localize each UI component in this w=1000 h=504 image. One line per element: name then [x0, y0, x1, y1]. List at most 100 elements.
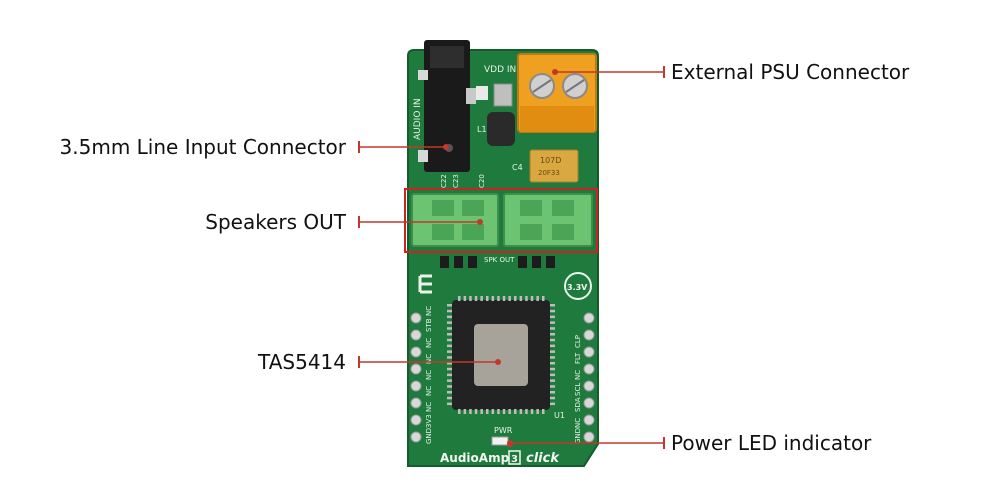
chip-pin: [519, 296, 523, 301]
header-pad: [583, 380, 595, 392]
pin-label: STB: [425, 318, 433, 332]
chip-pin: [447, 338, 452, 342]
chip-pin: [458, 409, 461, 414]
tantalum-capacitor: [529, 149, 579, 183]
header-pad: [583, 431, 595, 443]
chip-pin: [550, 402, 555, 406]
chip-pin: [480, 296, 483, 301]
chip-pin: [447, 373, 452, 377]
cap-marking-1: 107D: [540, 156, 561, 165]
chip-pin: [463, 409, 467, 414]
pin-label: SDA: [574, 397, 582, 412]
callout-tas5414: TAS5414: [258, 350, 346, 374]
pin-label: GND: [425, 428, 433, 444]
chip-pin: [458, 296, 461, 301]
cap-marking-2: 20F33: [538, 169, 560, 177]
header-pad: [583, 346, 595, 358]
pwr-led: [491, 436, 509, 446]
chip-pin: [447, 350, 452, 353]
header-pad: [583, 363, 595, 375]
chip-pin: [550, 344, 555, 348]
smd-row: [440, 256, 555, 268]
chip-pin: [508, 296, 511, 301]
chip-pin: [525, 296, 528, 301]
header-pad: [583, 414, 595, 426]
voltage-badge: [564, 272, 592, 300]
chip-pin: [508, 409, 511, 414]
chip-pin: [550, 309, 555, 313]
chip-pin: [550, 367, 555, 371]
chip-pin: [536, 296, 539, 301]
callout-speakers-out: Speakers OUT: [205, 210, 346, 234]
header-pad: [410, 363, 422, 375]
chip-pin: [447, 333, 452, 336]
c20-label: C20: [478, 174, 486, 188]
vdd-in-label: VDD IN: [484, 65, 516, 75]
c4-label: C4: [512, 163, 523, 172]
callout-external-psu: External PSU Connector: [671, 60, 910, 84]
chip-pin: [525, 409, 528, 414]
pin-label: NC: [425, 402, 433, 412]
chip-pin: [550, 333, 555, 336]
pin-label: CLP: [574, 335, 582, 348]
chip-pin: [550, 327, 555, 330]
chip-pin: [550, 373, 555, 377]
chip-pin: [542, 296, 545, 301]
chip-pin: [447, 379, 452, 382]
header-pad: [583, 312, 595, 324]
chip-pin: [447, 356, 452, 359]
inductor-l1: [487, 112, 515, 146]
u1-label: U1: [554, 411, 565, 420]
board-number-box: [508, 450, 521, 465]
psu-terminal: [517, 53, 597, 133]
header-pad: [410, 380, 422, 392]
chip-pin: [486, 409, 489, 414]
c23-label: C23: [452, 174, 460, 188]
chip-pin: [447, 315, 452, 319]
chip-pin: [474, 409, 478, 414]
c22-label: C22: [440, 174, 448, 188]
speaker-terminal-right: [503, 193, 593, 247]
header-pad: [410, 312, 422, 324]
mikroe-logo: [418, 274, 432, 294]
chip-pin: [447, 344, 452, 348]
board-suffix: click: [526, 451, 560, 466]
callout-power-led: Power LED indicator: [671, 431, 872, 455]
chip-pin: [536, 409, 539, 414]
chip-pin: [491, 409, 495, 414]
chip-pin: [497, 296, 500, 301]
chip-pin: [463, 296, 467, 301]
chip-pin: [447, 385, 452, 388]
chip-pin: [550, 304, 555, 307]
chip-pin: [447, 402, 452, 406]
pin-label: NC: [425, 306, 433, 316]
audio-jack: [418, 40, 476, 172]
leader-lines: [359, 71, 664, 444]
chip-pin: [542, 409, 545, 414]
speakers-highlight-box: [404, 188, 598, 253]
chip-pin: [550, 321, 555, 324]
chip-pin: [447, 391, 452, 394]
chip-pin: [497, 409, 500, 414]
header-pad: [410, 346, 422, 358]
chip-pin: [550, 338, 555, 342]
chip-pin: [447, 309, 452, 313]
right-header-pads: [583, 312, 595, 443]
header-pad: [410, 397, 422, 409]
chip-pin: [491, 296, 495, 301]
pin-label: NC: [425, 370, 433, 380]
audio-in-label: AUDIO IN: [413, 98, 423, 140]
chip-pin: [550, 379, 555, 382]
leader-endpoints: [358, 66, 665, 449]
pin-label: NC: [574, 418, 582, 428]
chip-pin: [550, 396, 555, 400]
voltage-badge-label: 3.3V: [567, 283, 588, 292]
pin-label: 3V3: [425, 414, 433, 428]
pin-label: NC: [425, 338, 433, 348]
chip-pin: [502, 296, 506, 301]
pin-label: NC: [425, 386, 433, 396]
